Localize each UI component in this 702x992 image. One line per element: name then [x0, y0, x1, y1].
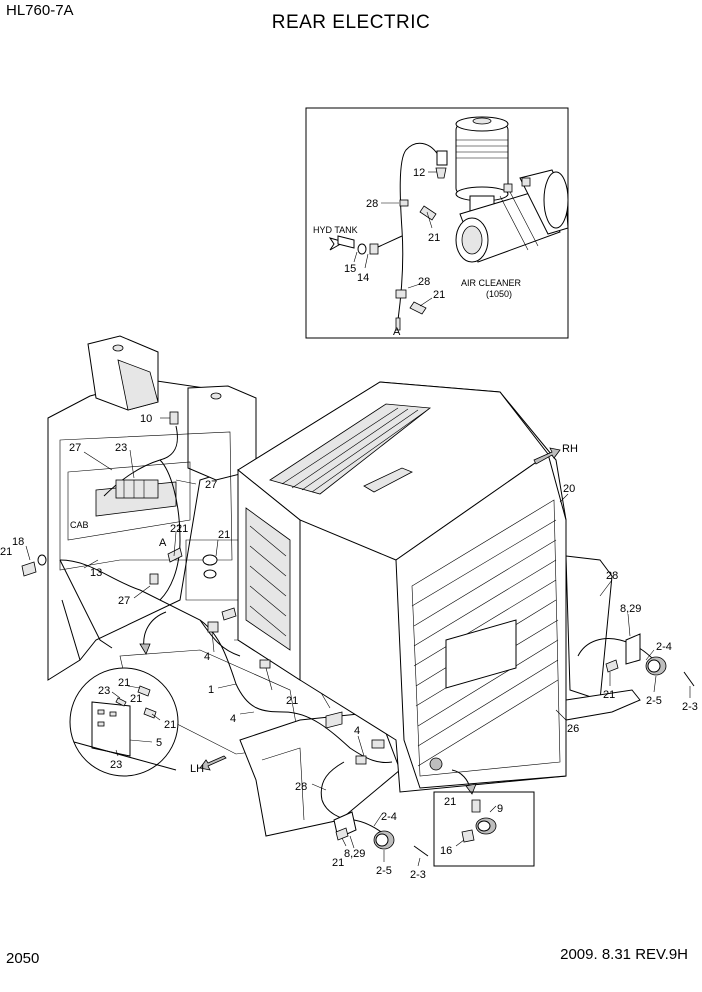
- callout-20: 20: [563, 483, 575, 495]
- lh-direction-arrow-icon: [199, 755, 227, 771]
- detail-callout-5: 5: [156, 737, 162, 749]
- revision-date: 2009. 8.31 REV.9H: [560, 946, 688, 963]
- callout-21-right: 21: [603, 689, 615, 701]
- view-a-label-inset: A: [393, 326, 401, 338]
- callout-4-b: 4: [230, 713, 236, 725]
- callout-2-3-right: 2-3: [682, 701, 698, 713]
- detail-callout-21-c: 21: [164, 719, 176, 731]
- callout-4-c: 4: [354, 725, 360, 737]
- detail-lamp-frame: [433, 791, 535, 867]
- page-number: 2050: [6, 950, 40, 967]
- callout-27-top: 27: [69, 442, 81, 454]
- air-cleaner-assembly: [455, 116, 569, 263]
- relay-block: [115, 479, 159, 499]
- callout-2-4-right: 2-4: [656, 641, 672, 653]
- detail-callout-23-bottom: 23: [110, 759, 122, 771]
- air-cleaner-code: (1050): [486, 289, 512, 299]
- callout-18: 18: [12, 536, 24, 548]
- view-a-label-main: A: [159, 537, 167, 549]
- cab-label: CAB: [70, 520, 89, 530]
- inset-detail-lamp: 21 9 16: [433, 791, 535, 867]
- callout-4-a: 4: [204, 651, 210, 663]
- callout-2-3-left: 2-3: [410, 869, 426, 881]
- detail-pointer-arrow-icon: [143, 611, 167, 649]
- detail-callout-21-a: 21: [118, 677, 130, 689]
- callout-14: 14: [357, 272, 369, 284]
- callout-2-5-left: 2-5: [376, 865, 392, 877]
- air-cleaner-label: AIR CLEANER: [461, 278, 522, 288]
- callout-2-5-right: 2-5: [646, 695, 662, 707]
- callout-21-b: 21: [0, 546, 12, 558]
- callout-27-mid: 27: [205, 479, 217, 491]
- harness-wire-inset: [397, 142, 441, 321]
- callout-21-left: 21: [332, 857, 344, 869]
- callout-21-d: 21: [286, 695, 298, 707]
- detail-callout-23-top: 23: [98, 685, 110, 697]
- rear-lamp-right: [605, 633, 695, 687]
- rear-hood-enclosure: [237, 381, 641, 793]
- callout-8-29-left: 8,29: [344, 848, 365, 860]
- callout-23: 23: [115, 442, 127, 454]
- callout-21: 21: [428, 232, 440, 244]
- callout-21-a: 21: [170, 523, 182, 535]
- lh-label: LH: [190, 763, 204, 775]
- callout-28b: 28: [418, 276, 430, 288]
- callout-21b: 21: [433, 289, 445, 301]
- work-lamp: [429, 757, 443, 771]
- callout-1: 1: [208, 684, 214, 696]
- callout-28: 28: [366, 198, 378, 210]
- rear-lamp-left: [333, 811, 429, 857]
- callout-28-left: 28: [295, 781, 307, 793]
- callout-2-4-left: 2-4: [381, 811, 397, 823]
- callout-13: 13: [90, 567, 102, 579]
- lamp-callout-16: 16: [440, 845, 452, 857]
- detail-callout-21-b: 21: [130, 693, 142, 705]
- hyd-tank-label: HYD TANK: [313, 225, 358, 235]
- inset-air-cleaner: 12 28 21 15 14 28 21 HYD TANK AIR CLEANE…: [305, 107, 569, 339]
- wiring-harness: [21, 411, 655, 835]
- callout-21-e: 21: [176, 523, 188, 535]
- callout-15: 15: [344, 263, 356, 275]
- page-title: REAR ELECTRIC: [271, 12, 431, 33]
- callout-27-low: 27: [118, 595, 130, 607]
- inset-detail-bracket: 23 21 21 21 5 23: [69, 667, 179, 777]
- lamp-callout-9: 9: [497, 803, 503, 815]
- callout-12: 12: [413, 167, 425, 179]
- model-number: HL760-7A: [6, 2, 74, 19]
- lamp-callout-21: 21: [444, 796, 456, 808]
- main-leader-lines: [25, 417, 691, 867]
- callout-21-c: 21: [218, 529, 230, 541]
- rh-label: RH: [562, 443, 578, 455]
- callout-28-right: 28: [606, 570, 618, 582]
- callout-10: 10: [140, 413, 152, 425]
- callout-8-29-right: 8,29: [620, 603, 641, 615]
- rh-direction-arrow-icon: [533, 447, 561, 465]
- callout-26: 26: [567, 723, 579, 735]
